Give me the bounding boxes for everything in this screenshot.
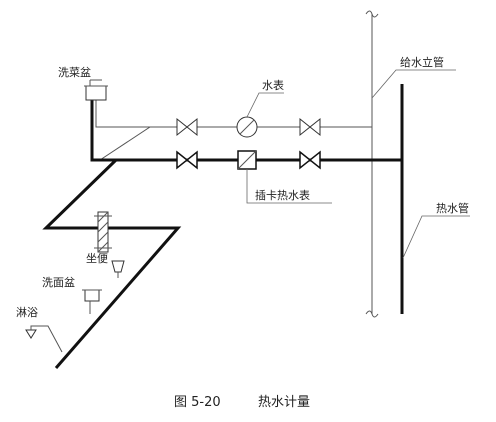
hot-pipe-label: 热水管 — [436, 201, 469, 215]
hot-pipe-leader — [402, 215, 470, 259]
washbasin-label: 洗面盆 — [42, 275, 75, 289]
card-hot-water-meter-icon — [237, 150, 332, 204]
figure-number: 图 5-20 — [174, 395, 221, 410]
gate-valve-icon — [299, 150, 321, 170]
supply-riser — [365, 10, 379, 318]
gate-valve-icon — [176, 117, 198, 137]
water-meter-icon — [236, 92, 284, 138]
gate-valve-icon — [176, 150, 198, 170]
supply-riser-label: 给水立管 — [400, 55, 444, 69]
hot-water-branch — [42, 98, 372, 369]
figure-title: 热水计量 — [258, 395, 310, 410]
hot-water-riser — [372, 84, 404, 314]
kitchen-sink-label: 洗菜盆 — [58, 65, 91, 79]
gate-valve-icon — [299, 117, 321, 137]
card-meter-label: 插卡热水表 — [255, 188, 310, 202]
shower-head-icon — [25, 325, 63, 353]
toilet-label: 坐便 — [86, 252, 108, 265]
water-meter-label: 水表 — [262, 78, 284, 92]
toilet-icon — [94, 211, 125, 278]
cold-water-branch — [95, 98, 372, 161]
supply-riser-leader — [371, 69, 456, 99]
shower-label: 淋浴 — [16, 306, 38, 319]
washbasin-icon — [82, 289, 102, 314]
kitchen-sink-icon — [84, 79, 108, 101]
